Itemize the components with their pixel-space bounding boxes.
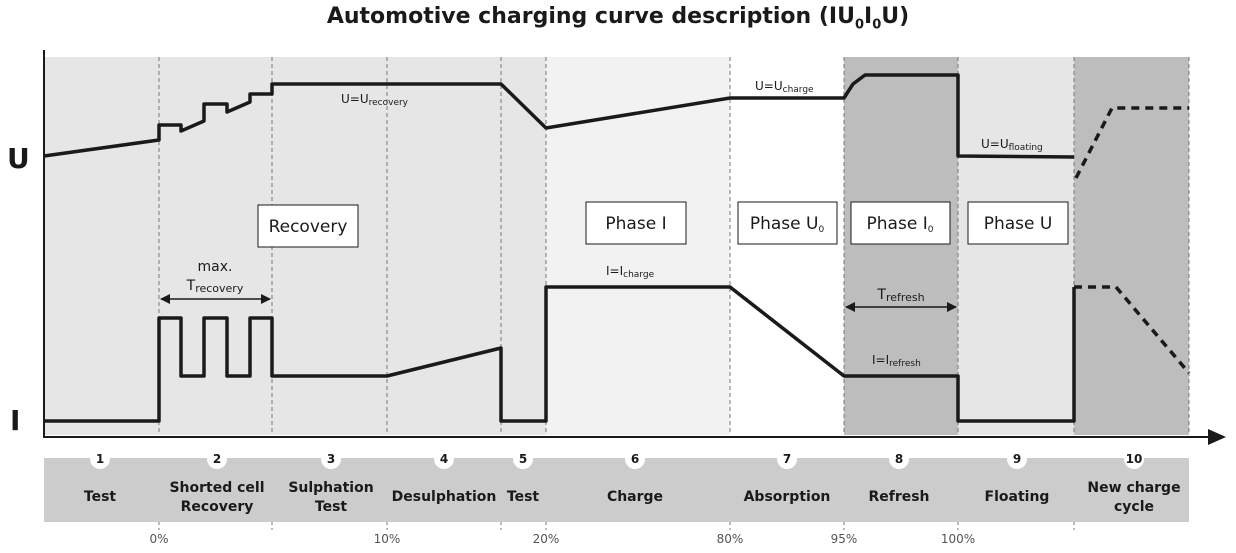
step-number: 7 xyxy=(783,452,791,466)
voltage-new-cycle-dashed xyxy=(1074,106,1189,179)
step-number-badge xyxy=(1007,449,1027,469)
step-number: 9 xyxy=(1013,452,1021,466)
phase-box-phase-u-label: Phase U xyxy=(984,214,1053,234)
step-number: 3 xyxy=(327,452,335,466)
phase-box-recovery-label: Recovery xyxy=(269,217,348,237)
step-label: Absorption xyxy=(744,489,831,505)
phase-box-phase-i0-label: Phase I0 xyxy=(867,214,934,235)
i-axis-label: I xyxy=(10,404,20,437)
step-number: 8 xyxy=(895,452,903,466)
step-number-badge xyxy=(625,449,645,469)
step-number-badge xyxy=(321,449,341,469)
phase-box-recovery: Recovery xyxy=(257,204,359,248)
phase-box-phase-u0-label: Phase U0 xyxy=(750,214,825,235)
percent-label: 95% xyxy=(831,532,858,546)
percent-label: 100% xyxy=(941,532,975,546)
current-new-cycle-dashed xyxy=(1074,285,1191,375)
u-charge-label: U=Ucharge xyxy=(755,79,814,95)
step-label: Charge xyxy=(607,489,663,505)
i-charge-label: I=Icharge xyxy=(606,264,655,280)
step-bar xyxy=(44,458,1189,522)
percent-labels: 0% 10% 20% 80% 95% 100% xyxy=(149,532,975,546)
step-number-badge xyxy=(1124,449,1144,469)
max-label: max. xyxy=(198,259,233,275)
step-number: 2 xyxy=(213,452,221,466)
step-label: Recovery xyxy=(181,499,254,515)
percent-label: 20% xyxy=(533,532,560,546)
step-number: 4 xyxy=(440,452,448,466)
phase-box-phase-u0: Phase U0 xyxy=(737,201,838,245)
step-number-badge xyxy=(513,449,533,469)
u-recovery-label: U=Urecovery xyxy=(341,92,409,108)
step-label: Test xyxy=(84,489,117,505)
u-floating-label: U=Ufloating xyxy=(981,137,1043,153)
band-absorption xyxy=(730,57,844,435)
u-axis-label: U xyxy=(7,142,30,175)
step-label: New charge xyxy=(1087,480,1180,496)
phase-box-phase-i: Phase I xyxy=(585,201,687,245)
step-number-badge xyxy=(90,449,110,469)
band-charge xyxy=(546,57,730,435)
step-number: 6 xyxy=(631,452,639,466)
step-label: Floating xyxy=(985,489,1050,505)
percent-label: 80% xyxy=(717,532,744,546)
step-label: Test xyxy=(315,499,348,515)
band-new-cycle xyxy=(1074,57,1189,435)
step-number: 1 xyxy=(96,452,104,466)
t-recovery-label: Trecovery xyxy=(186,278,244,295)
phase-box-phase-i-label: Phase I xyxy=(605,214,666,234)
chart-title: Automotive charging curve description (I… xyxy=(326,4,910,33)
percent-label: 0% xyxy=(149,532,168,546)
step-number-badge xyxy=(777,449,797,469)
step-label: Sulphation xyxy=(288,480,373,496)
step-number: 5 xyxy=(519,452,527,466)
percent-label: 10% xyxy=(374,532,401,546)
step-label: Shorted cell xyxy=(169,480,264,496)
t-refresh-label: Trefresh xyxy=(876,287,924,304)
step-label: Desulphation xyxy=(392,489,497,505)
step-label: cycle xyxy=(1114,499,1154,515)
band-refresh xyxy=(844,57,958,435)
voltage-curve xyxy=(43,73,1075,159)
step-number-badge xyxy=(207,449,227,469)
step-label: Refresh xyxy=(868,489,929,505)
step-number-badge xyxy=(434,449,454,469)
current-curve xyxy=(44,285,1076,423)
phase-box-phase-u: Phase U xyxy=(967,201,1069,245)
step-number: 10 xyxy=(1126,452,1143,466)
phase-box-phase-i0: Phase I0 xyxy=(850,201,951,245)
step-label: Test xyxy=(507,489,540,505)
band-floating xyxy=(958,57,1074,435)
step-number-badge xyxy=(889,449,909,469)
i-refresh-label: I=Irefresh xyxy=(872,353,921,369)
